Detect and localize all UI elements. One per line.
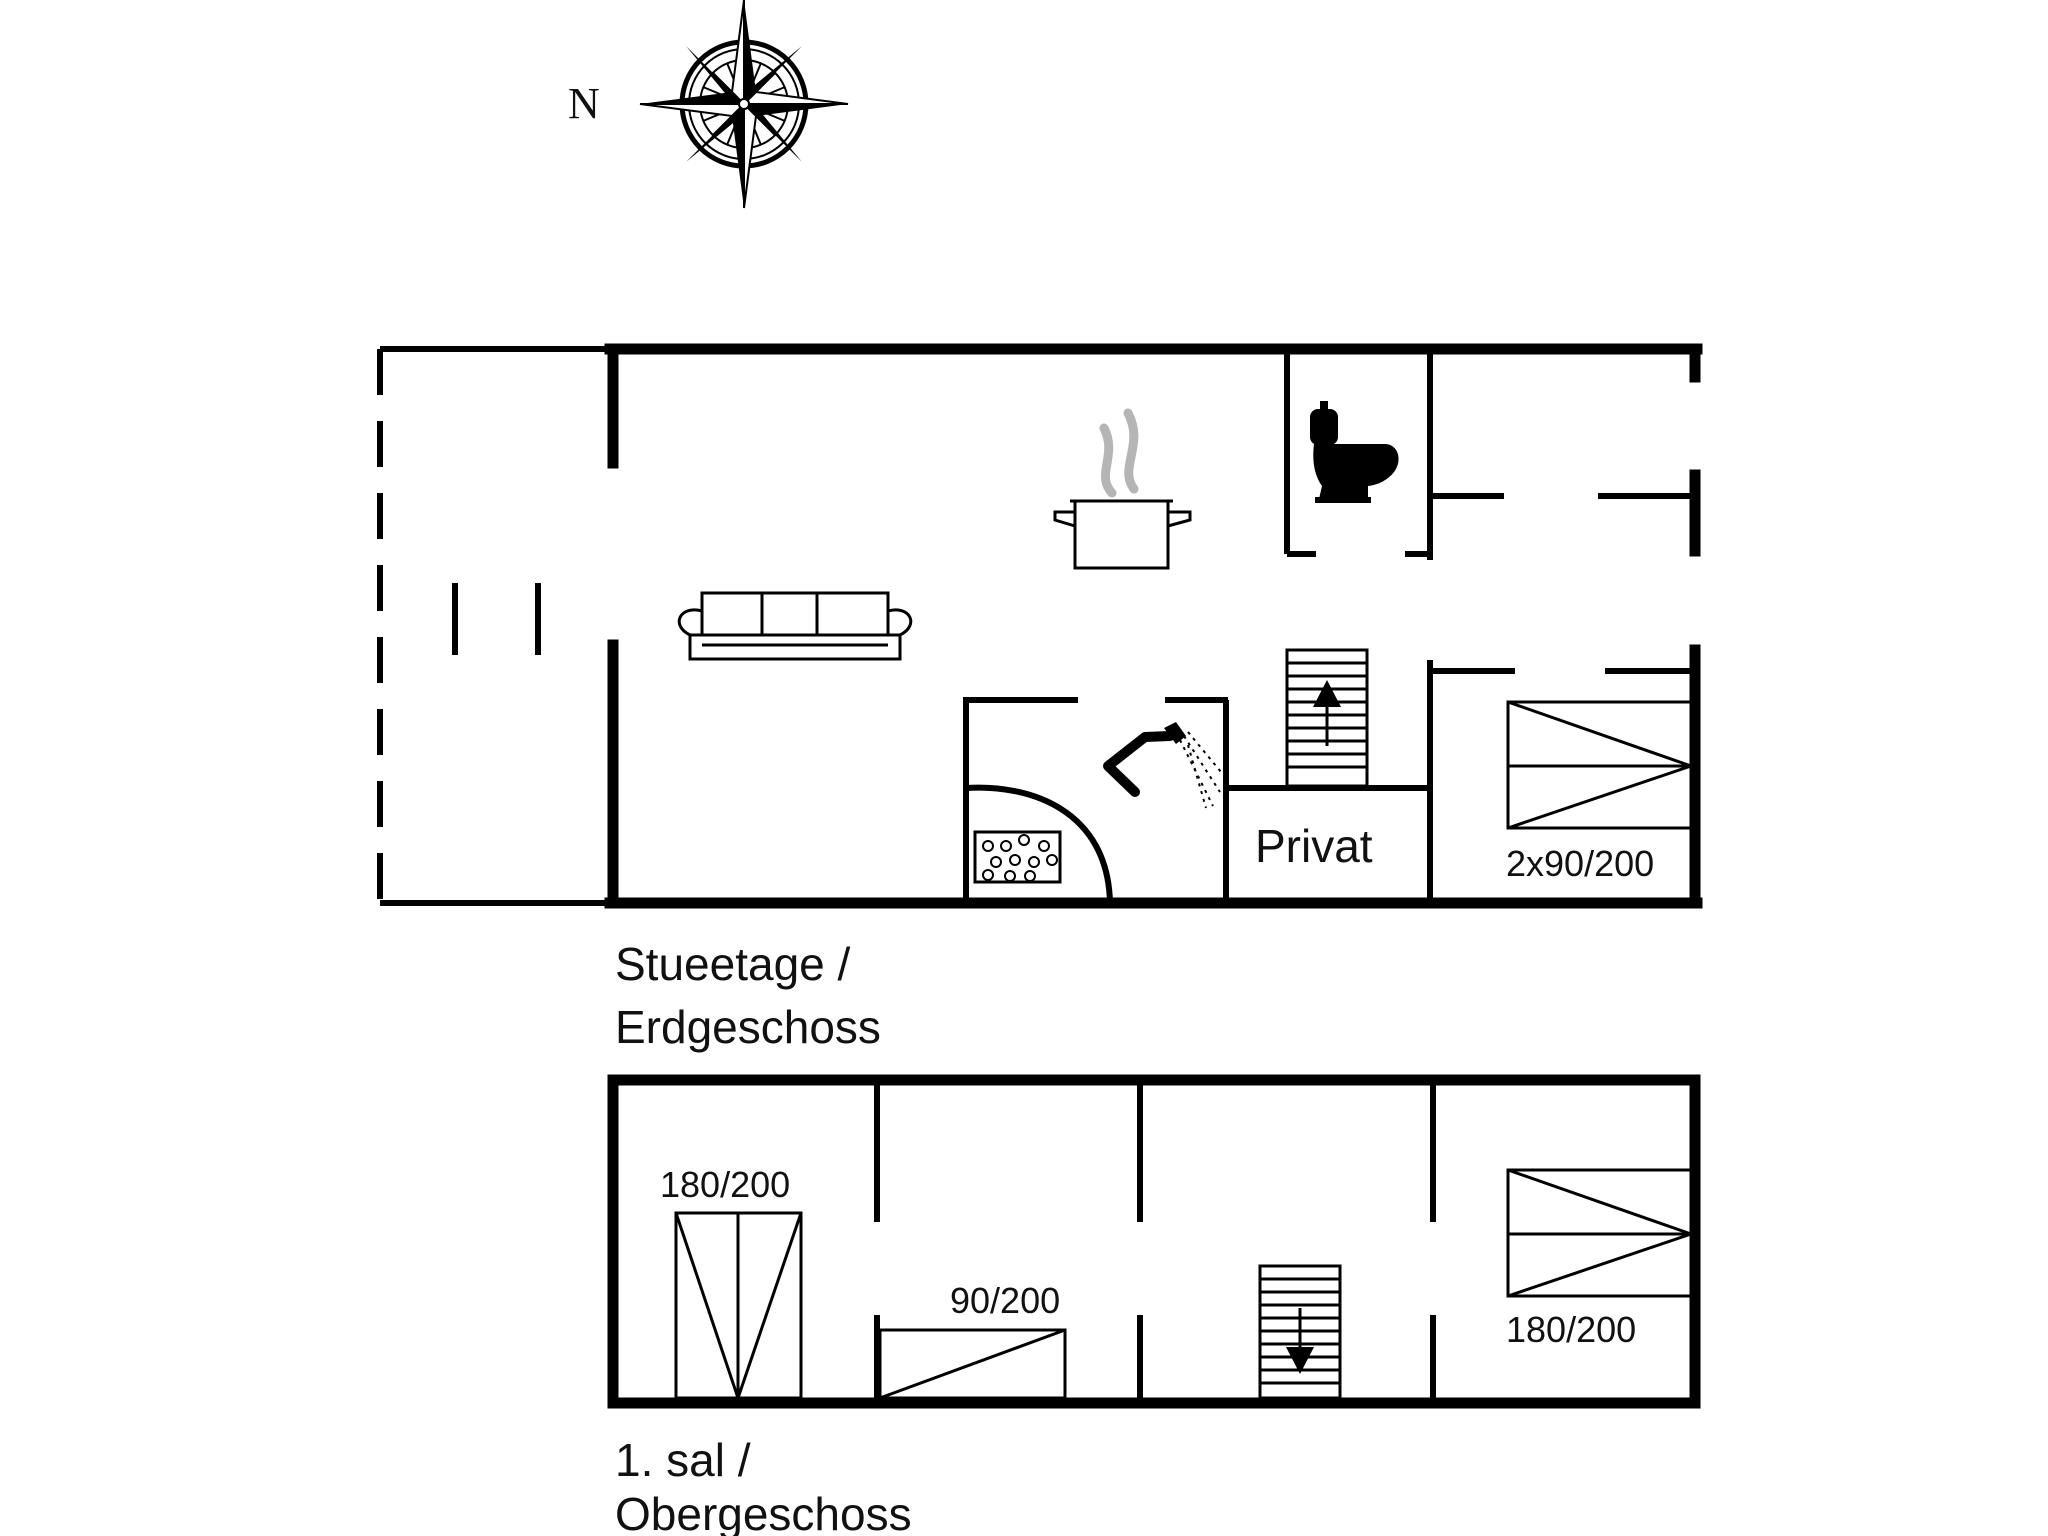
floor-label-upper-line1: 1. sal / — [615, 1434, 751, 1486]
upper-interior-walls — [874, 1080, 1436, 1403]
upper-exterior-walls — [607, 1074, 1701, 1409]
terrace — [377, 346, 610, 906]
stairs-down-icon — [1258, 1264, 1342, 1400]
floor-label-upper-line2: Obergeschoss — [615, 1488, 912, 1536]
bed-size-upper-middle: 90/200 — [950, 1280, 1060, 1321]
north-label: N — [568, 79, 600, 128]
bed-icon — [878, 1328, 1067, 1400]
ground-exterior-walls — [604, 343, 1703, 909]
shower-icon — [1103, 722, 1227, 809]
room-label-private: Privat — [1255, 820, 1373, 872]
compass-rose-icon — [639, 0, 849, 209]
compass: N — [568, 0, 849, 209]
upper-floor: 180/200 90/200 180 — [607, 1074, 1701, 1536]
bed-size-ground: 2x90/200 — [1506, 843, 1654, 884]
bed-icon — [674, 1211, 803, 1400]
ground-interior-walls — [963, 349, 1695, 903]
bed-size-upper-left: 180/200 — [660, 1164, 790, 1205]
stairs-up-icon — [1285, 648, 1369, 788]
floor-label-ground-line2: Erdgeschoss — [615, 1001, 881, 1053]
sauna-stove-icon — [965, 784, 1113, 904]
cooking-pot-icon — [1053, 408, 1192, 570]
bed-icon — [1506, 700, 1693, 830]
floor-label-ground-line1: Stueetage / — [615, 938, 851, 990]
ground-floor: Privat 2x90/200 Stueetage / Erdgeschoss — [377, 343, 1703, 1053]
bed-size-upper-right: 180/200 — [1506, 1309, 1636, 1350]
bed-icon — [1506, 1168, 1693, 1298]
toilet-icon — [1310, 401, 1399, 503]
sofa-icon — [677, 591, 913, 661]
